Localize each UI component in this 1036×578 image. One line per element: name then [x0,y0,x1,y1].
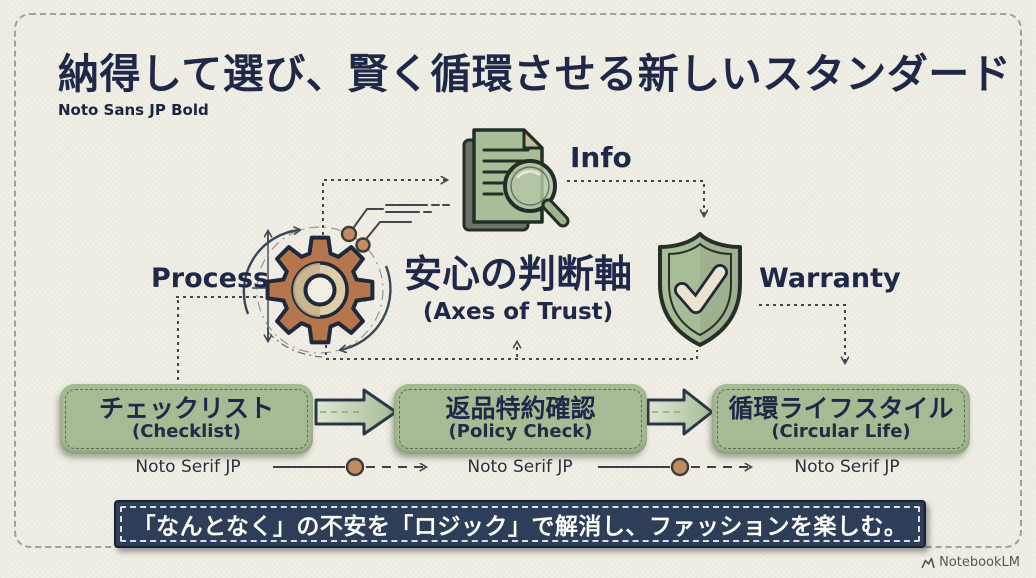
step-label-jp: 循環ライフスタイル [728,393,954,423]
bottom-banner: 「なんとなく」の不安を「ロジック」で解消し、ファッションを楽しむ。 [114,500,926,548]
title-font-note: Noto Sans JP Bold [58,101,209,119]
gear-icon [265,235,375,345]
step-label-en: (Policy Check) [448,421,593,443]
watermark: NotebookLM [921,555,1020,570]
document-magnifier-icon [462,128,570,232]
callout-dot [355,237,371,253]
hub-title: 安心の判断軸 (Axes of Trust) [398,252,638,325]
timeline-dot [345,457,365,477]
step-label-en: (Circular Life) [771,421,911,443]
step-label-jp: チェックリスト [98,393,274,423]
notebooklm-logo-icon [921,557,935,568]
callout-dot [340,225,358,243]
step-box-circular-life: 循環ライフスタイル (Circular Life) [712,384,970,454]
step-box-policy-check: 返品特約確認 (Policy Check) [394,384,647,454]
timeline-dot [670,457,690,477]
hub-title-en: (Axes of Trust) [422,298,614,325]
node-label-info: Info [570,141,632,174]
hub-title-jp: 安心の判断軸 [403,252,632,296]
shield-check-icon [658,232,742,347]
watermark-text: NotebookLM [939,555,1020,570]
step-font-note: Noto Serif JP [135,457,241,477]
block-arrow-icon [646,388,714,436]
step-label-jp: 返品特約確認 [445,393,596,423]
node-label-warranty: Warranty [759,263,901,294]
node-label-process: Process [151,263,270,294]
step-font-note: Noto Serif JP [794,457,900,477]
step-font-note: Noto Serif JP [467,457,573,477]
block-arrow-icon [314,388,398,436]
banner-text: 「なんとなく」の不安を「ロジック」で解消し、ファッションを楽しむ。 [132,514,908,540]
step-label-en: (Checklist) [132,421,241,443]
step-box-checklist: チェックリスト (Checklist) [60,384,313,454]
page-title: 納得して選び、賢く循環させる新しいスタンダード [58,50,1012,98]
